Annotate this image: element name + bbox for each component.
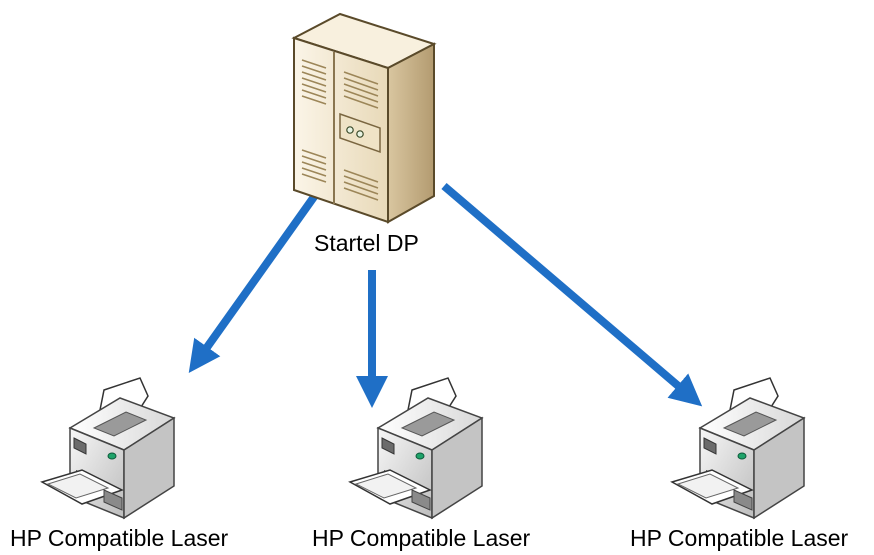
- laser-printer-icon: [349, 377, 483, 519]
- server-tower-icon: [291, 12, 437, 224]
- arrow-to-printer-right: [441, 182, 703, 407]
- server-label: Startel DP: [314, 230, 419, 256]
- printer-label-center: HP Compatible Laser: [312, 525, 531, 551]
- arrow-to-printer-left: [188, 191, 320, 374]
- printer-label-left: HP Compatible Laser: [10, 525, 229, 551]
- laser-printer-icon: [671, 377, 805, 519]
- laser-printer-icon: [41, 377, 175, 519]
- printer-label-right: HP Compatible Laser: [630, 525, 849, 551]
